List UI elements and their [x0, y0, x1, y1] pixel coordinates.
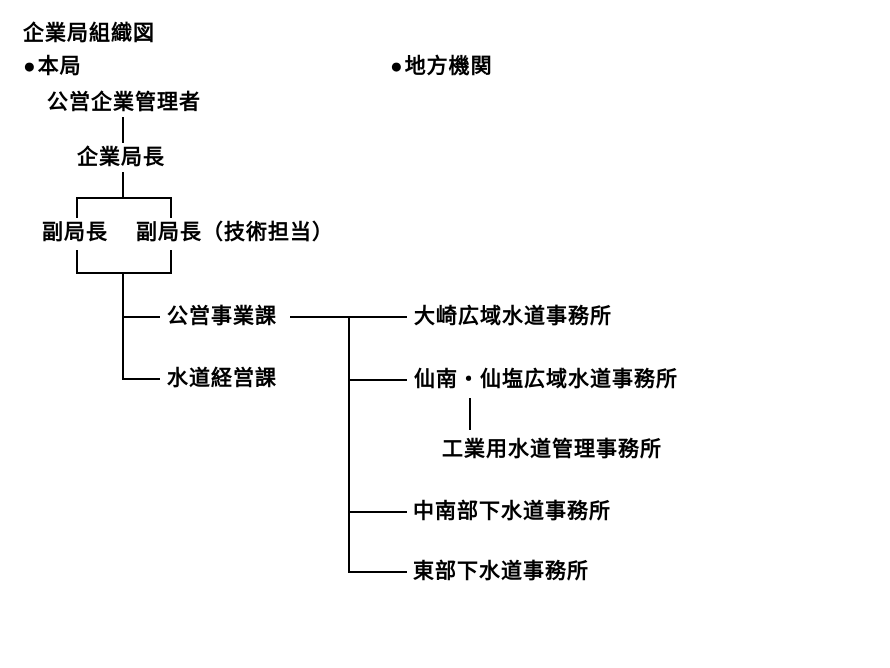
line-main-trunk — [122, 272, 124, 380]
bullet-icon: ● — [390, 55, 404, 78]
bullet-icon: ● — [23, 55, 37, 78]
node-eastern-sewerage-office: 東部下水道事務所 — [413, 560, 589, 583]
section-head-main-bureau: ● 本局 — [23, 54, 82, 80]
line-manager-to-director — [122, 117, 124, 143]
section-label-main-bureau: 本局 — [37, 55, 82, 78]
line-branch-sennan-senen — [348, 379, 407, 381]
node-central-south-sewerage-office: 中南部下水道事務所 — [413, 500, 611, 523]
line-branch-eastern — [348, 571, 407, 573]
chart-title: 企業局組織図 — [23, 22, 155, 45]
node-deputy-director: 副局長 — [42, 221, 108, 244]
node-osaki-water-office: 大崎広域水道事務所 — [414, 305, 612, 328]
line-regional-trunk — [348, 316, 350, 573]
line-sennan-to-industrial — [469, 398, 471, 430]
line-branch-public-enterprise-division — [122, 316, 160, 318]
section-head-regional: ● 地方機関 — [390, 54, 493, 80]
node-sennan-senen-water-office: 仙南・仙塩広域水道事務所 — [414, 368, 678, 391]
line-split-left-upper — [76, 197, 78, 218]
line-split-left-lower — [76, 250, 78, 274]
line-director-to-split — [122, 172, 124, 199]
node-public-enterprise-division: 公営事業課 — [167, 305, 277, 328]
line-split-right-upper — [170, 197, 172, 218]
node-industrial-water-office: 工業用水道管理事務所 — [442, 438, 662, 461]
line-split-top-bracket — [76, 197, 172, 199]
node-water-management-division: 水道経営課 — [167, 367, 277, 390]
line-merge-bottom-bracket — [76, 272, 172, 274]
node-bureau-director: 企業局長 — [77, 146, 165, 169]
node-deputy-director-technical: 副局長（技術担当） — [136, 221, 334, 244]
line-branch-water-management-division — [122, 378, 160, 380]
node-public-enterprise-manager: 公営企業管理者 — [47, 91, 201, 114]
section-label-regional: 地方機関 — [404, 55, 493, 78]
line-branch-central-south — [348, 511, 407, 513]
line-split-right-lower — [170, 250, 172, 274]
